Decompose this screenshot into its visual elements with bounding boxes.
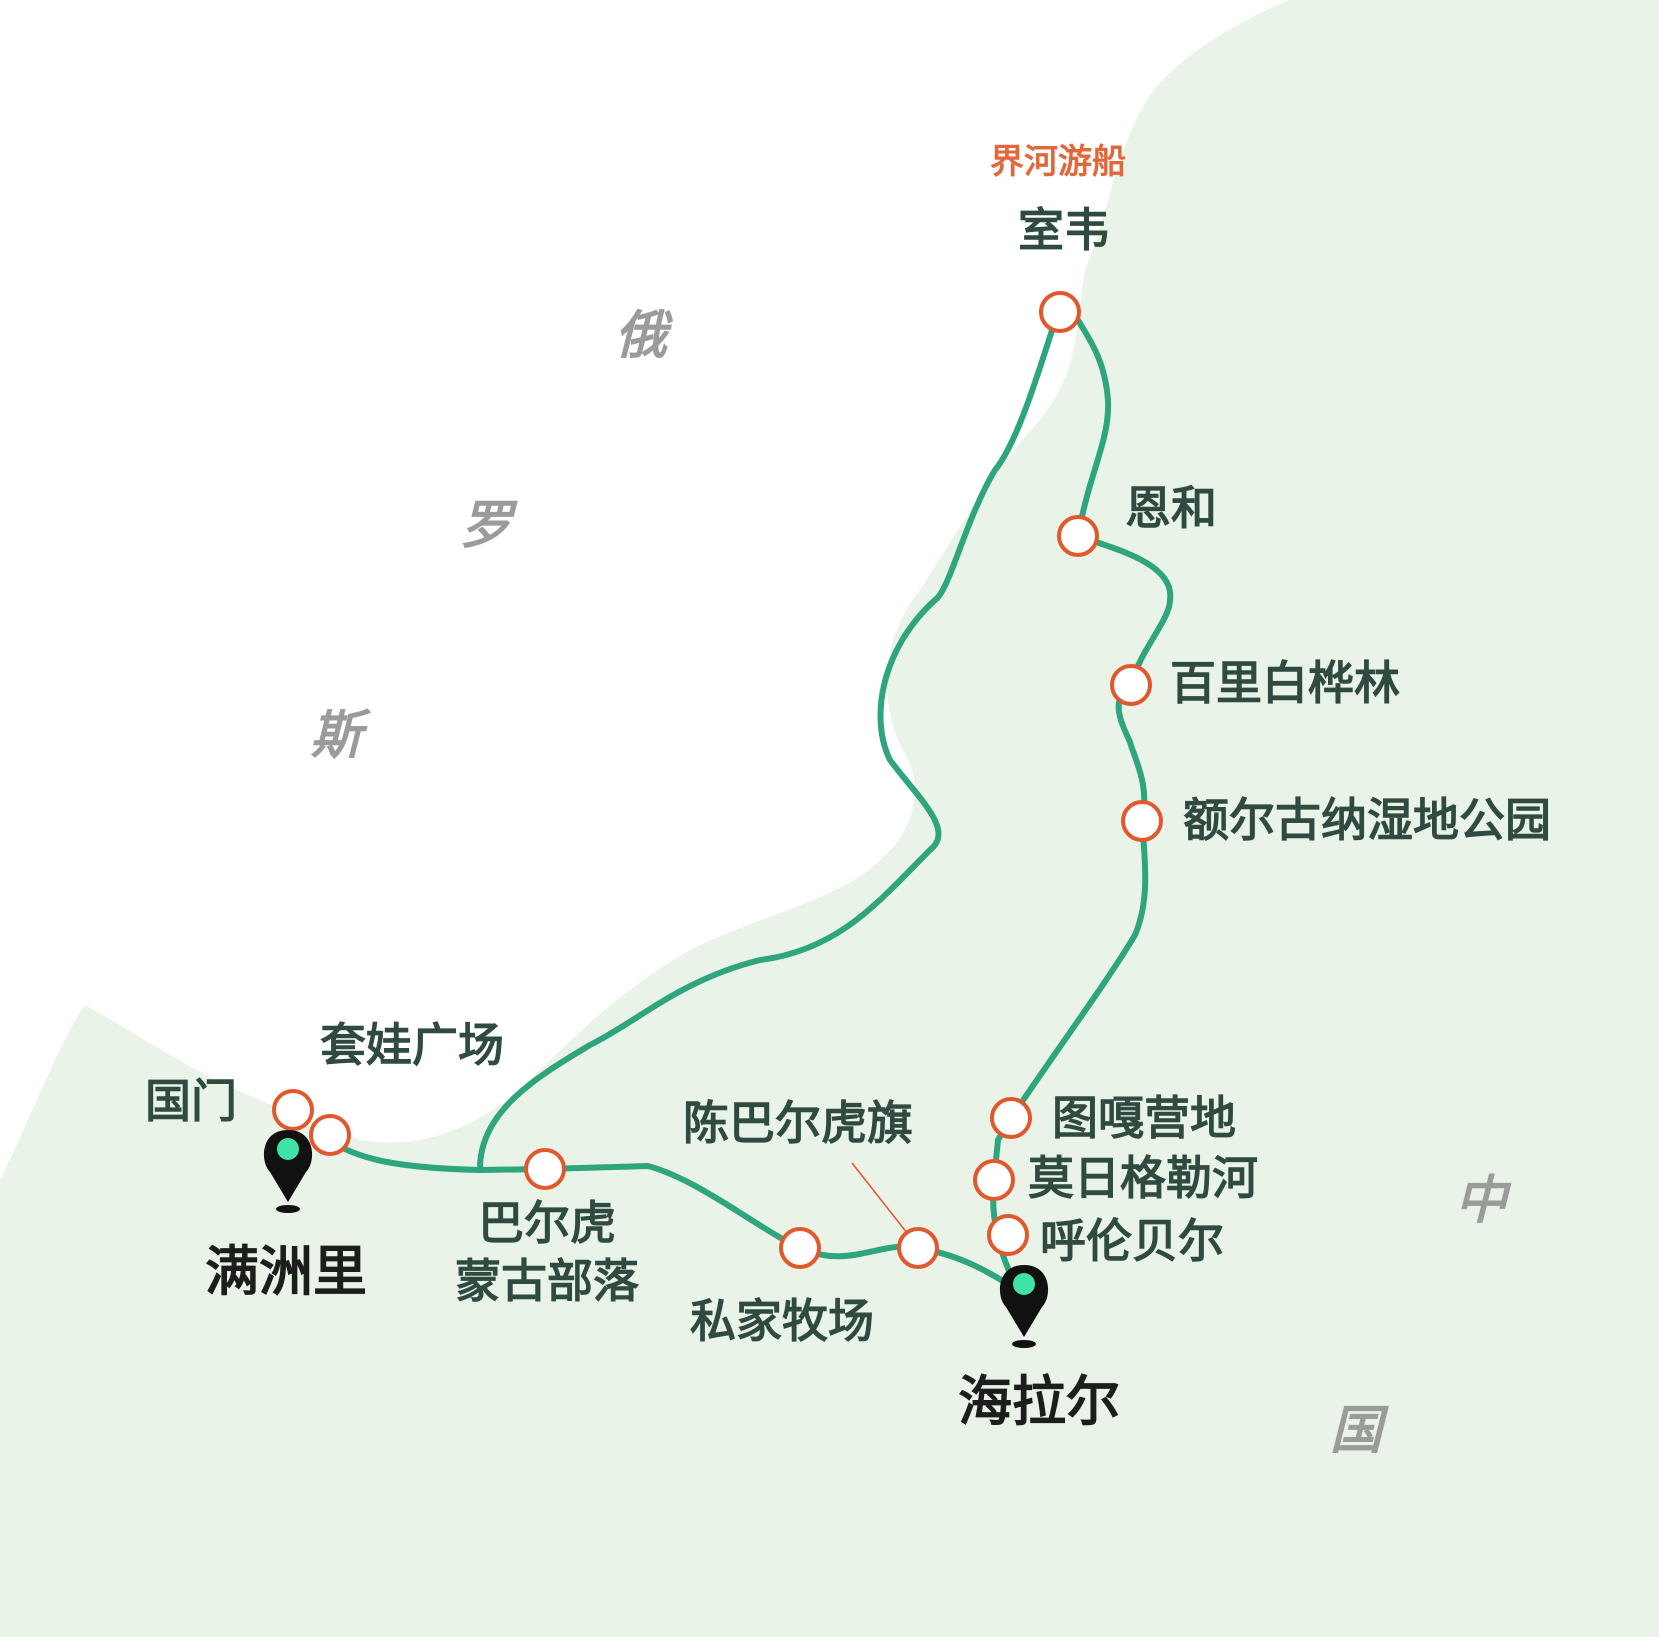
stop-marker-morigele — [973, 1159, 1015, 1201]
stop-marker-hulunbuir — [987, 1214, 1029, 1256]
stop-marker-ranch — [779, 1227, 821, 1269]
country-label-china-1: 中 — [1455, 1171, 1508, 1231]
stop-label-barhu: 巴尔虎 — [478, 1196, 616, 1250]
stop-label-shiwei: 室韦 — [1018, 203, 1110, 257]
stop-marker-barhu — [524, 1148, 566, 1190]
country-label-china-2: 国 — [1330, 1401, 1383, 1461]
stop-marker-ergun-wetland — [1121, 800, 1163, 842]
country-label-russia-2: 罗 — [460, 496, 513, 556]
stop-marker-enhe — [1057, 515, 1099, 557]
stop-label-tuga: 图嘎营地 — [1052, 1091, 1236, 1145]
stop-marker-guomen — [272, 1089, 314, 1131]
callout-line — [851, 1162, 916, 1244]
stop-label-ergun-wetland: 额尔古纳湿地公园 — [1183, 793, 1551, 847]
city-label-hailar: 海拉尔 — [958, 1370, 1120, 1433]
city-label-manzhouli: 满洲里 — [205, 1240, 367, 1303]
stop-label-chenbarhu: 陈巴尔虎旗 — [683, 1096, 913, 1150]
stop-label-hulunbuir: 呼伦贝尔 — [1040, 1214, 1224, 1268]
highlight-label: 界河游船 — [990, 142, 1126, 182]
pin-icon — [999, 1265, 1049, 1348]
stop-label-morigele: 莫日格勒河 — [1028, 1151, 1258, 1205]
stop-marker-tuga — [990, 1097, 1032, 1139]
country-label-russia-1: 俄 — [615, 306, 668, 366]
stop-marker-shiwei — [1039, 291, 1081, 333]
country-label-russia-3: 斯 — [310, 706, 363, 766]
stop-markers — [272, 291, 1163, 1269]
stop-label-mongol-tribe: 蒙古部落 — [455, 1254, 639, 1308]
stop-label-taowa: 套娃广场 — [320, 1018, 504, 1072]
pin-icon — [263, 1130, 313, 1213]
stop-label-birch: 百里白桦林 — [1170, 656, 1400, 710]
stop-marker-birch — [1110, 664, 1152, 706]
stop-label-guomen: 国门 — [145, 1074, 237, 1128]
stop-label-ranch: 私家牧场 — [690, 1294, 874, 1348]
stop-marker-taowa — [309, 1114, 351, 1156]
stop-marker-chenbarhu — [897, 1227, 939, 1269]
stop-label-enhe: 恩和 — [1125, 481, 1217, 535]
